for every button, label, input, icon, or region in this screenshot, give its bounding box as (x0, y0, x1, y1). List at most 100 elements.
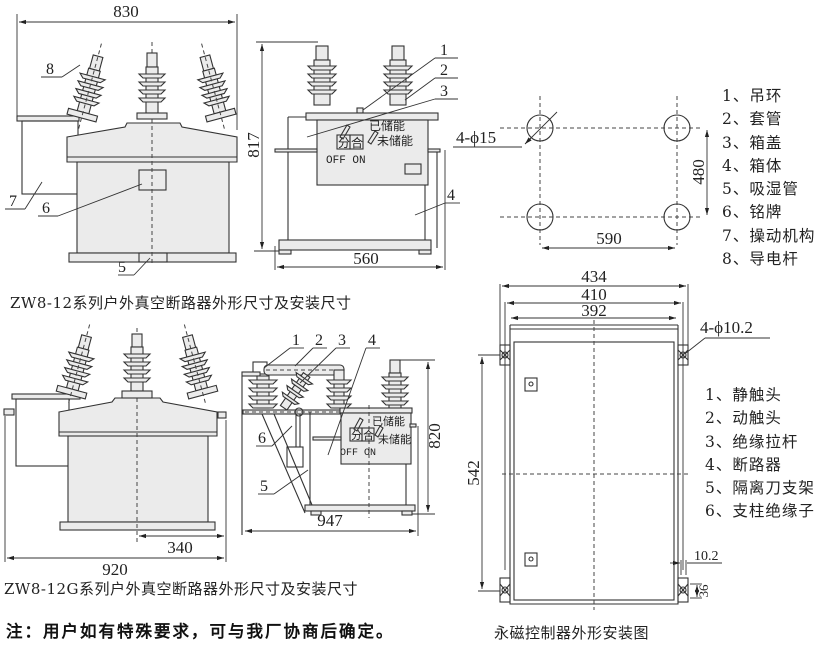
ctrl-outer-width: 434 (581, 267, 607, 286)
d1-on-glyph: 合 (351, 135, 363, 150)
d2-callout-5: 5 (260, 478, 268, 495)
ctrl-slot-clip-top-right (677, 344, 689, 366)
mount-hole-bottom-left (526, 203, 554, 231)
ctrl-slot-clip-bottom-right (677, 577, 689, 603)
legend-item: 7、操动机构 (722, 226, 816, 245)
d2-breaker-panel (340, 412, 412, 465)
d1-side-bushing-right (382, 45, 414, 106)
d2-tank-body (67, 435, 209, 523)
legend-item: 6、铭牌 (722, 203, 783, 222)
d1-callout-4-leader (414, 202, 446, 216)
d1-callout-5: 5 (118, 259, 126, 276)
mount-hole-top-right (663, 114, 691, 142)
d2-on-indicator (361, 427, 375, 442)
d2-stored-label: 已储能 (372, 414, 405, 428)
d2-callout-2-leader (294, 347, 314, 367)
d2-frame-diagonal-1 (261, 413, 306, 514)
d1-tank-body (76, 161, 230, 254)
d2-top-plate-left (241, 371, 261, 377)
d2-breaker-cover (339, 407, 413, 414)
d2-width-dimension: 920 (102, 560, 128, 579)
mount-height-dimension: 480 (689, 159, 708, 185)
ctrl-slot-width: 10.2 (694, 549, 719, 564)
d1-side-bracket-left (274, 148, 318, 153)
d2-off-on-label: OFF ON (340, 448, 376, 459)
d1-parts-legend: 1、吊环 2、套管 3、箱盖 4、箱体 5、吸湿管 6、铭牌 7、操动机构 8、… (722, 85, 815, 271)
mount-hole-bottom-right (663, 203, 691, 231)
d1-height-dimension: 817 (244, 132, 263, 158)
d1-on-indicator (349, 134, 364, 150)
controller-caption: 永磁控制器外形安装图 (494, 624, 650, 642)
legend-item: 2、动触头 (705, 409, 782, 428)
ctrl-slot-height: 36 (696, 584, 711, 598)
ctrl-mount-tab-top (524, 377, 538, 392)
d2-left-bracket (3, 408, 15, 416)
d1-callout-7-leader (24, 181, 43, 210)
legend-item: 8、导电杆 (722, 250, 799, 269)
ctrl-mount-hole-top (528, 381, 534, 387)
d2-side-foot-right (401, 510, 413, 516)
d2-post-insulator-left (247, 375, 279, 409)
d1-callout-1-leader (362, 57, 436, 111)
d2-switch-handle-icon (353, 417, 364, 432)
d2-panel-bracket (312, 436, 342, 441)
d1-callout-7: 7 (9, 193, 17, 210)
d1-lifting-ring (356, 107, 364, 114)
d1-callout-3-leader (306, 98, 436, 138)
ctrl-inner-width: 392 (581, 301, 607, 320)
d1-width-dimension: 830 (113, 2, 139, 21)
d2-callout-4-leader (327, 347, 367, 456)
d1-off-glyph: 分 (338, 136, 350, 150)
d2-callout-5-leader (273, 469, 309, 495)
d2-panel-bracket-right (409, 423, 417, 428)
ctrl-hole-spec: 4-ϕ10.2 (700, 318, 753, 337)
d1-side-width-dimension: 560 (353, 249, 379, 268)
d1-breather-pipe (138, 252, 168, 263)
d2-frame-diagonal-2 (273, 413, 313, 506)
d1-side-foot-left (278, 249, 292, 255)
d1-switch-handle-icon (339, 124, 351, 140)
d2-side-view: 分 合 已储能 未储能 OFF ON 820 947 1 2 3 4 6 5 (241, 332, 444, 536)
d2-pivot (294, 407, 304, 417)
d1-counter-window (404, 163, 422, 175)
d2-height-dimension: 820 (425, 423, 444, 449)
legend-item: 3、箱盖 (722, 133, 783, 152)
d2-on-glyph: 合 (363, 428, 374, 442)
mount-width-dimension: 590 (596, 229, 622, 248)
legend-item: 5、吸湿管 (722, 180, 799, 199)
ctrl-slot-clip-bottom-left (499, 577, 511, 603)
d2-right-bracket (217, 411, 227, 419)
d2-offset-dimension: 340 (167, 538, 193, 557)
d1-side-foot-right (418, 249, 432, 255)
d1-stored-label: 已储能 (369, 118, 405, 133)
d1-callout-4: 4 (447, 187, 455, 204)
mounting-hole-plan: 4-ϕ15 480 590 (453, 96, 710, 251)
ctrl-height-dimension: 542 (464, 460, 483, 486)
d2-callout-3: 3 (338, 332, 346, 349)
d1-callout-5-leader (133, 257, 151, 276)
d1-mechanism-top-plate (16, 115, 80, 122)
d2-not-stored-label: 未储能 (378, 432, 411, 446)
d2-spring-indicator-icon (374, 425, 384, 438)
d1-bushing-right (196, 43, 237, 129)
d1-side-base (278, 239, 432, 251)
d1-bushing-left (66, 43, 107, 129)
mount-hole-diameter-line (524, 111, 558, 145)
d1-callout-2-leader (404, 77, 436, 101)
d2-bushing-center (121, 333, 153, 399)
d2-callout-3-leader (299, 347, 337, 384)
d1-spring-indicator-icon (367, 130, 379, 145)
d2-side-foot-left (310, 510, 322, 516)
d2-callout-6: 6 (258, 430, 266, 447)
d1-callout-1: 1 (440, 42, 448, 59)
d1-callout-8: 8 (46, 61, 54, 78)
controller-drawing: 434 410 392 (464, 267, 770, 610)
d1-front-view: 830 (5, 2, 238, 276)
d1-callout-8-leader (61, 64, 81, 78)
d1-callout-3: 3 (440, 83, 448, 100)
ctrl-mid-width: 410 (581, 285, 607, 304)
legend-item: 1、静触头 (705, 386, 782, 404)
d2-callout-2: 2 (315, 332, 323, 349)
legend-item: 3、绝缘拉杆 (705, 432, 799, 451)
